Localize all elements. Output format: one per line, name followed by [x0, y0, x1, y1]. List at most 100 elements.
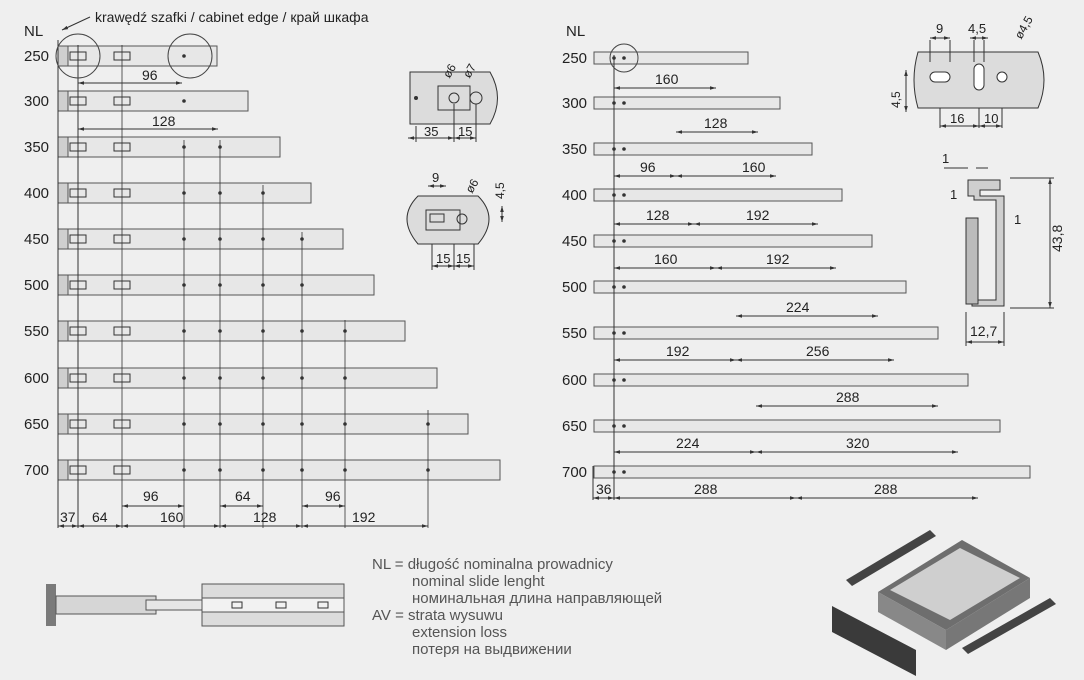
- right-dim-value: 256: [806, 343, 830, 359]
- rail-end-cap: [57, 182, 69, 204]
- profile-t3: 1: [1014, 212, 1021, 227]
- detail-3: 9 4,5 ø4,5 4,5 16 10: [889, 13, 1045, 128]
- rail-hole: [622, 101, 626, 105]
- mount-hole: [182, 99, 186, 103]
- right-length-label: 350: [562, 141, 587, 158]
- left-length-label: 550: [24, 323, 49, 340]
- detail2-9: 9: [432, 170, 439, 185]
- right-length-label: 300: [562, 95, 587, 112]
- left-slide-rail: [57, 367, 438, 389]
- slide-assembly-illustration: [46, 583, 345, 627]
- right-dim-value: 160: [742, 159, 766, 175]
- rail-end-cap: [57, 228, 69, 250]
- rail-end-cap: [57, 459, 69, 481]
- right-length-label: 500: [562, 279, 587, 296]
- right-length-label: 600: [562, 372, 587, 389]
- dim-64-a: 64: [92, 509, 108, 525]
- detail1-35: 35: [424, 124, 438, 139]
- right-length-label: 450: [562, 233, 587, 250]
- left-slide-rail: [57, 320, 406, 342]
- rail-hole: [622, 285, 626, 289]
- profile-width: 12,7: [970, 323, 997, 339]
- rail-hole: [622, 193, 626, 197]
- cabinet-edge-label: krawędź szafki / cabinet edge / край шка…: [95, 9, 369, 25]
- right-dim-value: 192: [666, 343, 690, 359]
- right-dim-value: 96: [640, 159, 656, 175]
- cabinet-edge-pointer: [61, 16, 91, 31]
- dim-160: 160: [160, 509, 184, 525]
- detail2-45: 4,5: [493, 182, 507, 199]
- dim-64-b: 64: [235, 488, 251, 504]
- dim-96-a: 96: [143, 488, 159, 504]
- rail-end-cap: [57, 367, 69, 389]
- detail-circle-front: [55, 33, 101, 79]
- right-slide-rail: [593, 234, 873, 248]
- rail-hole: [622, 331, 626, 335]
- left-length-label: 300: [24, 93, 49, 110]
- right-dim-value: 288: [694, 481, 718, 497]
- rail-end-cap: [57, 90, 69, 112]
- dim-128-top: 128: [152, 113, 176, 129]
- right-slide-rail: [593, 142, 813, 156]
- mount-hole: [182, 54, 186, 58]
- left-bottom-dimensions: 96 64 96 37 64 160 128 192 96 128: [55, 33, 429, 528]
- detail3-10: 10: [984, 111, 998, 126]
- detail2-15b: 15: [456, 251, 470, 266]
- dim-192: 192: [352, 509, 376, 525]
- nl-label-left: NL: [24, 23, 43, 40]
- right-slide-rail: [593, 419, 1001, 433]
- detail1-15: 15: [458, 124, 472, 139]
- right-length-label: 250: [562, 50, 587, 67]
- profile-section: 1 1 1 43,8 12,7: [942, 151, 1065, 346]
- profile-t1: 1: [942, 151, 949, 166]
- legend-nl-1: NL = długość nominalna prowadnicy: [372, 556, 613, 573]
- right-dim-value: 128: [704, 115, 728, 131]
- right-slide-rail: [593, 51, 749, 65]
- right-length-label: 650: [562, 418, 587, 435]
- left-slide-rail: [57, 274, 375, 296]
- legend: NL = długość nominalna prowadnicy nomina…: [372, 556, 662, 658]
- legend-av-1: AV = strata wysuwu: [372, 607, 504, 624]
- dim-96-top: 96: [142, 67, 158, 83]
- detail-1: 35 15 ø6 ø7: [408, 61, 498, 142]
- rail-hole: [622, 470, 626, 474]
- dim-128: 128: [253, 509, 277, 525]
- right-slide-rail: [593, 373, 969, 387]
- rail-hole: [622, 56, 626, 60]
- dim-37: 37: [60, 509, 76, 525]
- legend-av-3: потеря на выдвижении: [412, 641, 572, 658]
- rail-end-cap: [57, 413, 69, 435]
- right-length-label: 400: [562, 187, 587, 204]
- detail3-h45: 4,5: [889, 91, 903, 108]
- detail3-16: 16: [950, 111, 964, 126]
- right-dim-value: 36: [596, 481, 612, 497]
- rail-hole: [622, 239, 626, 243]
- right-dimension-lines: [592, 43, 639, 500]
- profile-t2: 1: [950, 187, 957, 202]
- left-length-label: 650: [24, 416, 49, 433]
- drawer-illustration: [832, 530, 1056, 676]
- right-dim-value: 320: [846, 435, 870, 451]
- detail-circle-right: [609, 43, 639, 73]
- detail3-45: 4,5: [968, 21, 986, 36]
- right-dim-value: 288: [874, 481, 898, 497]
- dim-96-c: 96: [325, 488, 341, 504]
- right-slide-rail: [593, 465, 1031, 479]
- left-length-label: 700: [24, 462, 49, 479]
- left-length-label: 350: [24, 139, 49, 156]
- rail-hole: [622, 424, 626, 428]
- right-dim-value: 192: [746, 207, 770, 223]
- right-dim-value: 224: [786, 299, 810, 315]
- right-dim-value: 192: [766, 251, 790, 267]
- detail1-d7: ø7: [460, 61, 479, 80]
- right-length-label: 700: [562, 464, 587, 481]
- legend-nl-2: nominal slide lenght: [412, 573, 545, 590]
- nl-label-right: NL: [566, 23, 585, 40]
- legend-nl-3: номинальная длина направляющей: [412, 590, 663, 607]
- rail-end-cap: [57, 320, 69, 342]
- right-slide-rail: [593, 280, 907, 294]
- left-slide-rail: [57, 45, 218, 67]
